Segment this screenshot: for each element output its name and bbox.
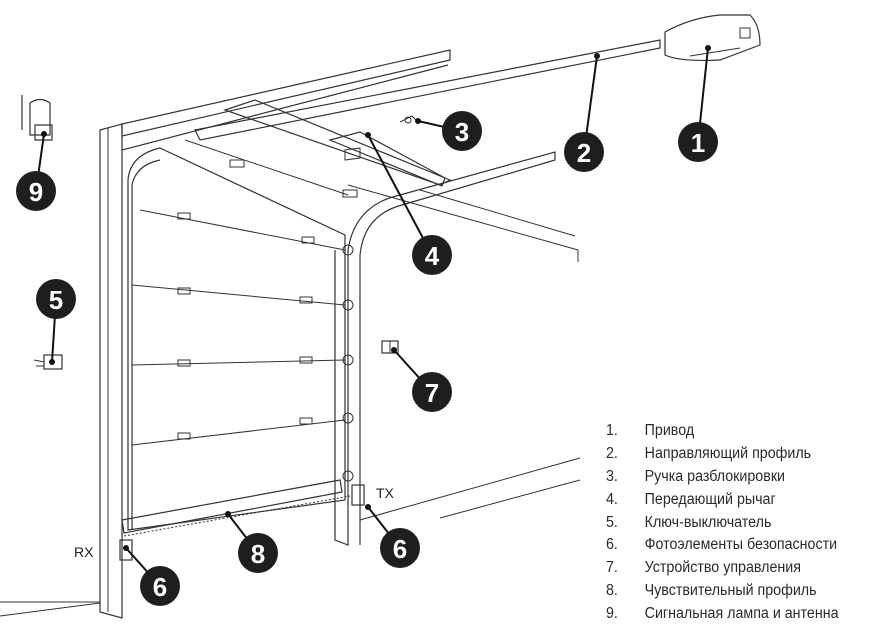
callout-9: 9 [16, 171, 56, 211]
callout-8: 8 [238, 533, 278, 573]
warning-lamp-device [21, 95, 53, 141]
legend-item: 4. Передающий рычаг [606, 488, 865, 511]
callout-3-number: 3 [455, 117, 469, 147]
legend-text: Устройство управления [644, 559, 801, 577]
legend-item: 9. Сигнальная лампа и антенна [606, 602, 865, 625]
legend-number: 1. [606, 422, 618, 440]
tx-label: TX [376, 485, 395, 501]
callout-6-rx: 6 [140, 566, 180, 606]
sensitive-edge [121, 479, 351, 537]
legend-number: 7. [606, 559, 618, 577]
callout-5-number: 5 [49, 285, 63, 315]
rx-label: RX [74, 544, 94, 560]
callout-5: 5 [36, 279, 76, 319]
legend-text: Передающий рычаг [644, 490, 776, 508]
photocell-tx [351, 484, 365, 506]
legend-text: Направляющий профиль [644, 445, 812, 463]
legend-text: Сигнальная лампа и антенна [644, 604, 839, 622]
component-legend: 1. Привод 2. Направляющий профиль 3. Ручка … [606, 420, 888, 625]
legend-text: Ключ-выключатель [644, 513, 772, 531]
legend-item: 2. Направляющий профиль [606, 443, 865, 466]
room-outline [0, 184, 581, 617]
legend-number: 2. [606, 445, 618, 463]
callout-7: 7 [412, 372, 452, 412]
control-device [381, 340, 399, 354]
callout-2: 2 [564, 132, 604, 172]
legend-number: 9. [606, 604, 618, 622]
legend-item: 3. Ручка разблокировки [606, 466, 865, 489]
legend-text: Фотоэлементы безопасности [644, 536, 838, 554]
legend-number: 8. [606, 581, 618, 599]
callout-2-number: 2 [577, 138, 591, 168]
legend-item: 6. Фотоэлементы безопасности [606, 534, 865, 557]
legend-number: 4. [606, 490, 618, 508]
legend-number: 5. [606, 513, 618, 531]
sectional-door [127, 139, 358, 531]
legend-text: Чувствительный профиль [644, 581, 817, 599]
callout-1-number: 1 [691, 128, 705, 158]
callout-6-tx: 6 [380, 528, 420, 568]
callout-6-tx-number: 6 [393, 534, 407, 564]
door-frame [99, 49, 556, 619]
legend-item: 8. Чувствительный профиль [606, 580, 865, 603]
callout-4-number: 4 [425, 241, 440, 271]
callout-4: 4 [412, 235, 452, 275]
callout-dots [41, 45, 711, 551]
photocell-rx [119, 539, 133, 561]
rail-and-operator [194, 14, 761, 187]
legend-number: 6. [606, 536, 618, 554]
key-switch-device [33, 354, 63, 370]
callout-7-number: 7 [425, 378, 439, 408]
legend-text: Привод [644, 422, 695, 440]
legend-item: 7. Устройство управления [606, 557, 865, 580]
callout-6-rx-number: 6 [153, 572, 167, 602]
callout-8-number: 8 [251, 539, 265, 569]
legend-item: 1. Привод [606, 420, 865, 443]
callout-3: 3 [442, 111, 482, 151]
legend-number: 3. [606, 467, 618, 485]
legend-text: Ручка разблокировки [644, 467, 786, 485]
legend-item: 5. Ключ-выключатель [606, 511, 865, 534]
callout-1: 1 [678, 122, 718, 162]
callout-9-number: 9 [29, 177, 43, 207]
